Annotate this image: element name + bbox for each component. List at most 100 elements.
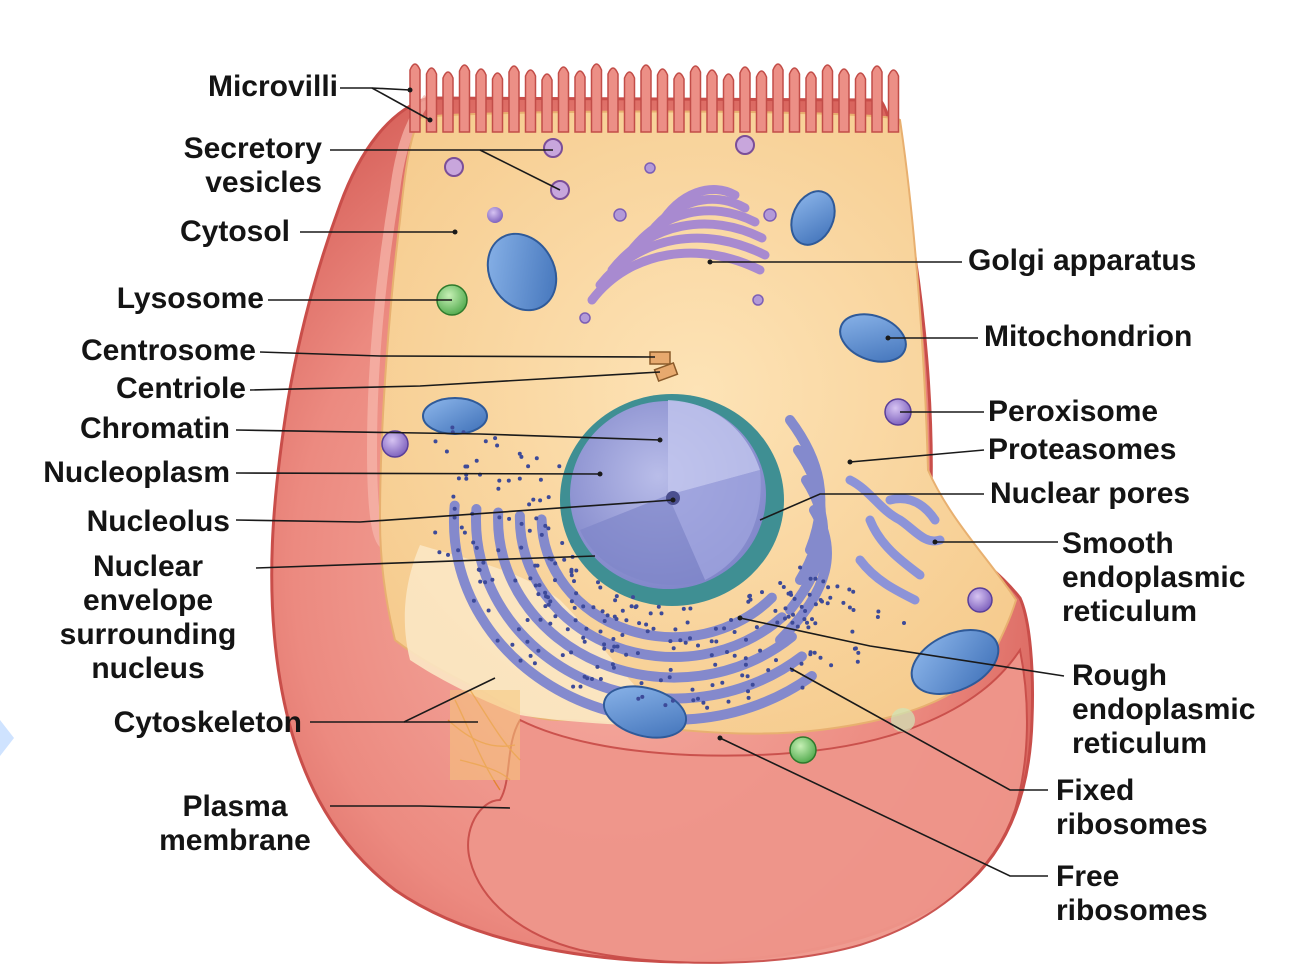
ribosome-dot — [539, 478, 543, 482]
ribosome-dot — [616, 645, 620, 649]
ribosome-dot — [490, 578, 494, 582]
label-mitochondrion: Mitochondrion — [984, 320, 1192, 354]
ribosome-dot — [591, 605, 595, 609]
ribosome-dot — [611, 637, 615, 641]
ribosome-dot — [691, 688, 695, 692]
ribosome-dot — [507, 517, 511, 521]
ribosome-dot — [510, 643, 514, 647]
ribosome-dot — [682, 607, 686, 611]
ribosome-dot — [810, 617, 814, 621]
label-golgi-apparatus: Golgi apparatus — [968, 244, 1196, 278]
ribosome-dot — [856, 651, 860, 655]
ribosome-dot — [584, 627, 588, 631]
label-nuclear-pores: Nuclear pores — [990, 477, 1190, 511]
ribosome-dot — [686, 621, 690, 625]
ribosome-dot — [636, 697, 640, 701]
ribosome-dot — [517, 627, 521, 631]
microvillus — [658, 69, 668, 132]
ribosome-dot — [740, 673, 744, 677]
ribosome-dot — [876, 610, 880, 614]
label-cytosol: Cytosol — [180, 215, 290, 249]
microvillus — [856, 73, 866, 132]
ribosome-dot — [729, 618, 733, 622]
ribosome-dot — [526, 464, 530, 468]
ribosome-dot — [613, 598, 617, 602]
ribosome-dot — [496, 639, 500, 643]
ribosome-dot — [543, 604, 547, 608]
ribosome-dot — [727, 700, 731, 704]
ribosome-dot — [571, 685, 575, 689]
ribosome-dot — [828, 596, 832, 600]
ribosome-dot — [790, 621, 794, 625]
ribosome-dot — [574, 591, 578, 595]
ribosome-dot — [746, 674, 750, 678]
ribosome-dot — [798, 566, 802, 570]
microvillus — [872, 66, 882, 132]
ribosome-dot — [528, 576, 532, 580]
ribosome-dot — [478, 568, 482, 572]
ribosome-dot — [574, 569, 578, 573]
ribosome-dot — [471, 541, 475, 545]
ribosome-dot — [531, 498, 535, 502]
ribosome-dot — [570, 573, 574, 577]
ribosome-dot — [856, 660, 860, 664]
ribosome-dot — [553, 578, 557, 582]
ribosome-dot — [562, 558, 566, 562]
label-chromatin: Chromatin — [80, 412, 230, 446]
ribosome-dot — [519, 659, 523, 663]
ribosome-dot — [533, 661, 537, 665]
microvillus — [575, 71, 585, 132]
ribosome-dot — [520, 522, 524, 526]
microvillus — [691, 66, 701, 132]
microvillus — [889, 70, 899, 132]
microvillus — [625, 72, 635, 132]
ribosome-dot — [615, 617, 619, 621]
ribosome-dot — [747, 696, 751, 700]
ribosome-dot — [747, 594, 751, 598]
ribosome-dot — [456, 548, 460, 552]
ribosome-dot — [543, 591, 547, 595]
ribosome-dot — [800, 605, 804, 609]
ribosome-dot — [453, 507, 457, 511]
ribosome-dot — [566, 627, 570, 631]
ribosome-dot — [533, 564, 537, 568]
ribosome-dot — [572, 579, 576, 583]
ribosome-dot — [710, 653, 714, 657]
ribosome-dot — [446, 553, 450, 557]
ribosome-dot — [733, 654, 737, 658]
ribosome-dot — [539, 618, 543, 622]
ribosome-dot — [463, 531, 467, 535]
ribosome-dot — [596, 580, 600, 584]
ribosome-dot — [493, 436, 497, 440]
ribosome-dot — [758, 649, 762, 653]
label-microvilli: Microvilli — [208, 70, 338, 104]
ribosome-dot — [637, 621, 641, 625]
ribosome-dot — [835, 584, 839, 588]
ribosome-dot — [569, 650, 573, 654]
ribosome-dot — [826, 601, 830, 605]
ribosome-dot — [668, 675, 672, 679]
ribosome-dot — [529, 654, 533, 658]
ribosome-dot — [809, 577, 813, 581]
label-plasma-membrane: Plasma membrane — [140, 790, 330, 858]
ribosome-dot — [691, 698, 695, 702]
ribosome-dot — [624, 653, 628, 657]
ribosome-dot — [684, 641, 688, 645]
ribosome-dot — [519, 546, 523, 550]
ribosome-dot — [672, 646, 676, 650]
ribosome-dot — [621, 609, 625, 613]
label-proteasomes: Proteasomes — [988, 433, 1176, 467]
ribosome-dot — [599, 677, 603, 681]
ribosome-dot — [526, 618, 530, 622]
ribosome-dot — [483, 580, 487, 584]
ribosome-dot — [660, 611, 664, 615]
ribosome-dot — [602, 642, 606, 646]
label-nucleolus: Nucleolus — [87, 505, 230, 539]
ribosome-dot — [610, 649, 614, 653]
ribosome-dot — [561, 653, 565, 657]
ribosome-dot — [574, 618, 578, 622]
ribosome-dot — [445, 450, 449, 454]
ribosome-dot — [543, 524, 547, 528]
ribosome-dot — [688, 636, 692, 640]
ribosome-dot — [581, 636, 585, 640]
